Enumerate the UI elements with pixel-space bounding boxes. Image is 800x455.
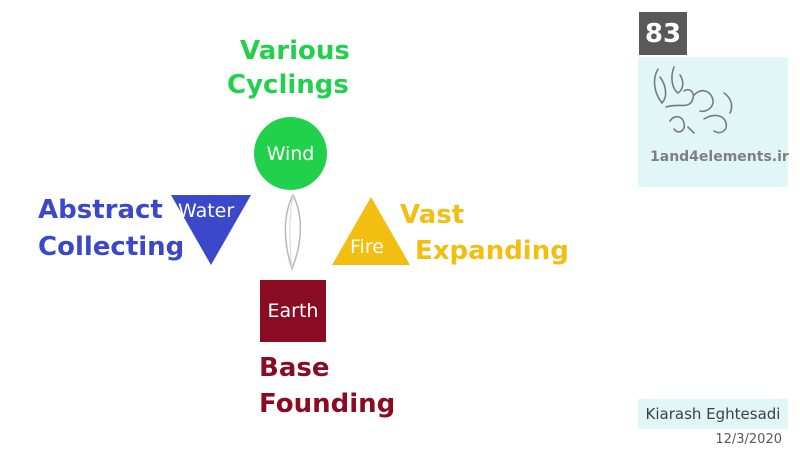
author-name: Kiarash Eghtesadi — [638, 399, 788, 429]
calligraphy-logo-icon — [653, 66, 733, 134]
page-number: 83 — [644, 18, 682, 49]
fire-title-line1: Vast — [400, 200, 465, 230]
wind-title-second: Cyclings — [227, 68, 349, 102]
wind-title-line2: Cyclings — [227, 70, 349, 100]
water-title-first: Abstract — [38, 193, 163, 227]
water-title-second: Collecting — [38, 230, 184, 264]
author-label: Kiarash Eghtesadi — [645, 405, 781, 423]
water-triangle — [171, 195, 251, 265]
date: 12/3/2020 — [715, 432, 782, 447]
earth-title-second: Founding — [259, 387, 395, 421]
water-title-line2: Collecting — [38, 232, 185, 262]
flame-outline-icon — [284, 193, 302, 271]
fire-triangle — [332, 197, 410, 265]
earth-square: Earth — [260, 280, 326, 342]
fire-label: Fire — [350, 236, 384, 258]
wind-label: Wind — [266, 142, 315, 165]
wind-circle: Wind — [254, 117, 327, 190]
page-number-badge: 83 — [639, 12, 687, 55]
earth-title-line1: Base — [259, 353, 330, 383]
logo-panel: 1and4elements.ir — [638, 57, 789, 187]
logo-text: 1and4elements.ir — [650, 149, 789, 165]
earth-title-line2: Founding — [259, 389, 396, 419]
water-title-line1: Abstract — [38, 195, 163, 225]
fire-title-first: Vast — [400, 198, 464, 232]
fire-title-line2: Expanding — [415, 236, 569, 266]
earth-title-first: Base — [259, 351, 329, 385]
wind-title-line1: Various — [240, 36, 350, 66]
earth-label: Earth — [267, 300, 319, 322]
fire-title-second: Expanding — [415, 234, 569, 268]
water-label: Water — [178, 200, 235, 222]
wind-title: Various — [240, 34, 350, 68]
